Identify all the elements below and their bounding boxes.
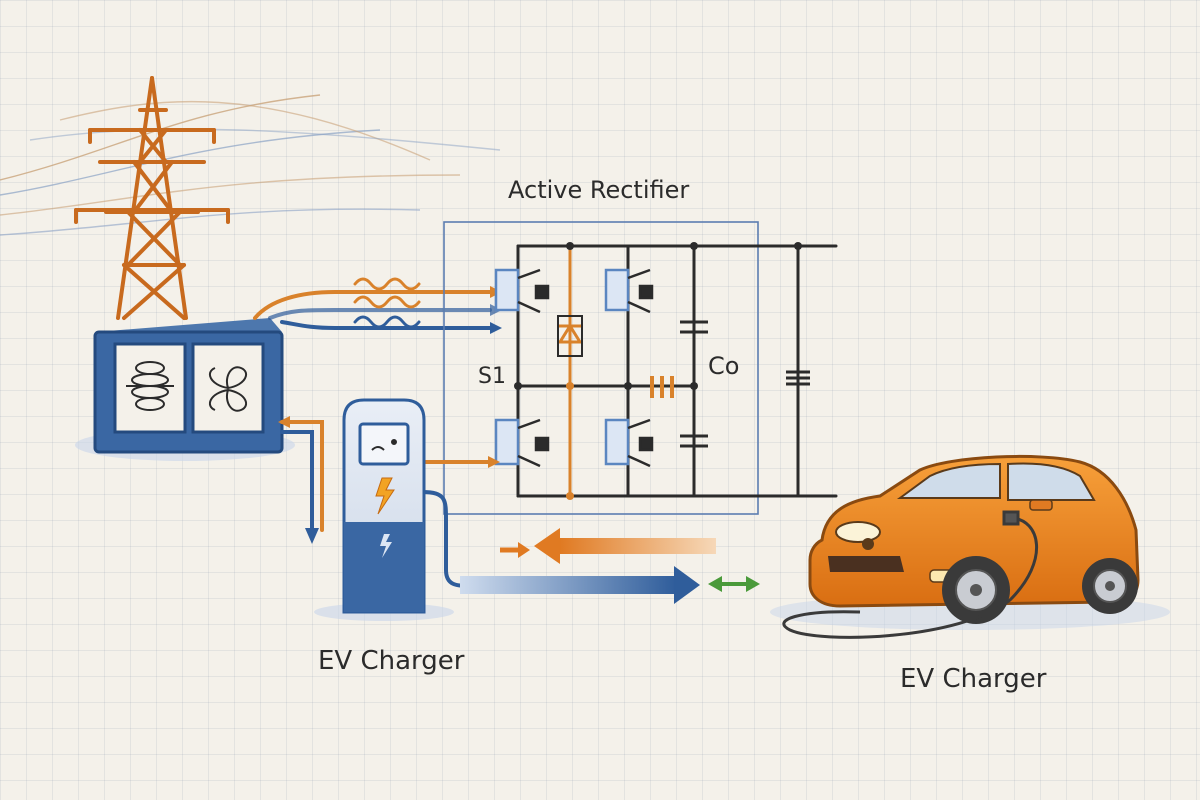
ev-charger-station xyxy=(314,398,454,621)
charger-to-rectifier-lines xyxy=(420,456,562,588)
ev-car-label: EV Charger xyxy=(900,664,1047,694)
lightning-bolt-icon xyxy=(375,477,395,515)
bidirectional-arrow-icon xyxy=(708,576,760,592)
display-glyph xyxy=(371,439,397,451)
transformer-unit xyxy=(75,318,295,461)
power-lines xyxy=(0,94,501,236)
active-rectifier-frame xyxy=(443,221,759,515)
igbt-switch-icon xyxy=(604,268,654,314)
igbt-switch-icon xyxy=(494,418,550,468)
transmission-tower-icon xyxy=(74,76,230,320)
reverse-power-flow-arrow xyxy=(500,528,716,564)
diode-icon xyxy=(557,315,583,357)
igbt-switch-icon xyxy=(494,268,550,314)
switch-s1-label: S1 xyxy=(478,364,506,389)
transformer-icon xyxy=(126,361,174,411)
dc-link-capacitor-icon xyxy=(650,376,674,398)
capacitor-icon xyxy=(680,320,810,448)
ac-feed-lines xyxy=(253,277,492,330)
junction-dots xyxy=(514,242,802,500)
charging-cable xyxy=(782,510,1038,639)
igbt-switch-icon xyxy=(604,418,654,468)
lightning-bolt-icon xyxy=(380,534,392,558)
forward-power-flow-arrow xyxy=(460,566,700,604)
transformer-to-charger-lines xyxy=(278,416,324,544)
active-rectifier-title: Active Rectifier xyxy=(508,176,690,204)
capacitor-co-label: Co xyxy=(708,352,740,380)
coil-icon xyxy=(208,366,248,412)
electric-car-icon xyxy=(770,454,1170,630)
ev-charger-label: EV Charger xyxy=(318,646,465,676)
